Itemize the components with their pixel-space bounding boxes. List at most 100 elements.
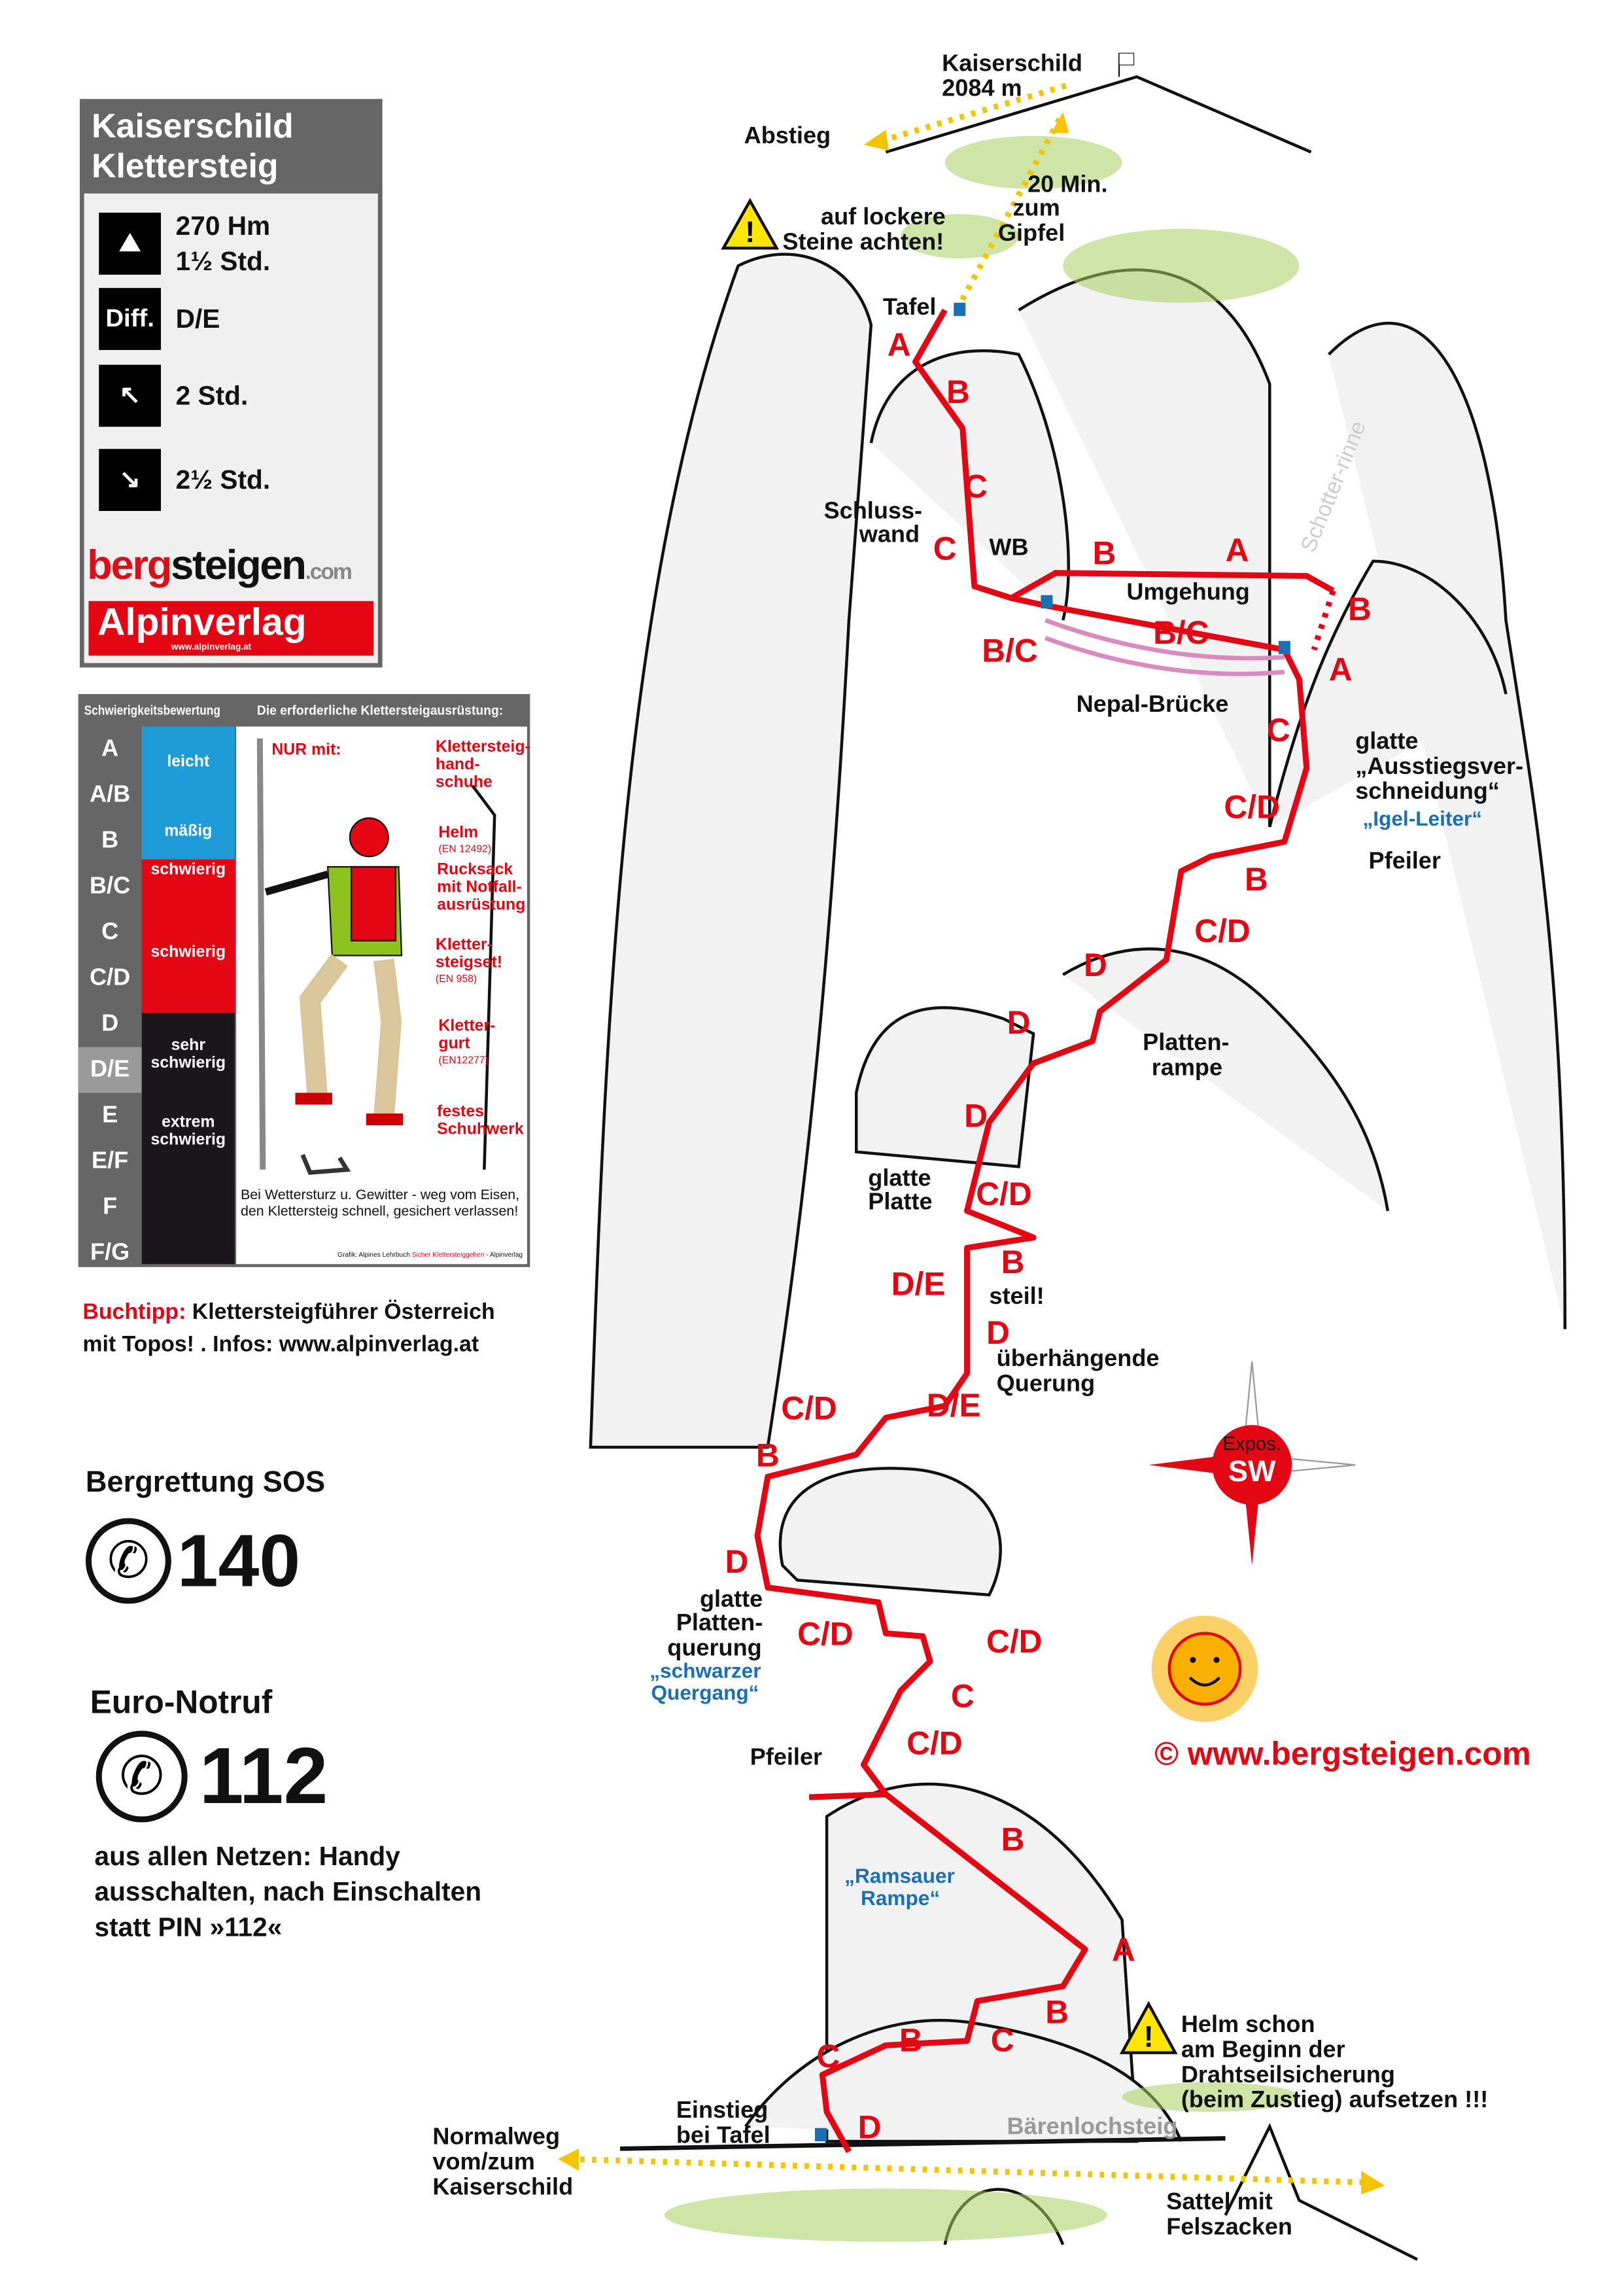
label: bei Tafel — [676, 2121, 770, 2148]
grade-label: B — [1045, 1994, 1069, 2031]
grade-label: C/D — [976, 1176, 1032, 1212]
route-grades: A B C C B A B B/C B/C A C C/D B C/D D D … — [725, 326, 1371, 2146]
label: glatte — [868, 1165, 931, 1191]
grade-label: C — [933, 531, 957, 567]
label: Schluss- — [824, 497, 923, 523]
grade-label: B — [101, 828, 119, 854]
grade-label: B — [1001, 1821, 1025, 1857]
grade-label: F/G — [90, 1240, 130, 1266]
baerenlochsteig-label: Bärenlochsteig — [1007, 2112, 1177, 2139]
grade-label: B — [1245, 861, 1268, 898]
arrow-icon — [863, 130, 889, 151]
title-line-2: Klettersteig — [91, 146, 279, 185]
grade-label: B/C — [90, 874, 131, 900]
svg-text:!: ! — [1144, 2020, 1154, 2054]
rock-formations — [589, 75, 1566, 2261]
grade-label: F — [103, 1195, 118, 1220]
grade-label: C — [964, 468, 988, 505]
sign-marker — [1041, 595, 1053, 609]
label: Kaiserschild — [432, 2173, 573, 2199]
label: Felszacken — [1166, 2213, 1292, 2239]
schwarzer-quergang-label: „schwarzer — [649, 1658, 761, 1682]
label: Querung — [997, 1369, 1095, 1396]
warning-icon: ! — [721, 198, 780, 250]
euro-number[interactable]: 112 — [199, 1732, 328, 1821]
label: Umgehung — [1126, 578, 1250, 604]
grade-label: E — [102, 1103, 118, 1129]
difficulty-icon: Diff. — [99, 288, 162, 350]
via-ferrata-route — [754, 308, 1310, 2154]
schotterrinne-label: Schotter-rinne — [1296, 417, 1371, 555]
phone-icon: ✆ — [85, 1518, 171, 1604]
arrow-icon — [1051, 112, 1069, 133]
sos-label: Bergrettung SOS — [85, 1466, 326, 1499]
grade-label: C/D — [1224, 789, 1280, 826]
ramsauer-rampe-label: Rampe“ — [861, 1886, 940, 1910]
grade-scale: A A/B B B/C C C/D D D/E E E/F F F/G — [78, 727, 142, 1276]
igel-leiter-label: „Igel-Leiter“ — [1362, 807, 1482, 830]
grade-label: B — [756, 1437, 780, 1473]
label: (beim Zustieg) aufsetzen !!! — [1181, 2086, 1488, 2112]
bergsteigen-logo: bergsteigen.com — [87, 542, 353, 588]
umgehung-route — [1010, 570, 1335, 601]
sos-number[interactable]: 140 — [177, 1519, 301, 1603]
label: Steine achten! — [782, 228, 944, 254]
equipment-helmet: Helm(EN 12492) — [438, 824, 492, 855]
label: Normalweg — [432, 2123, 560, 2150]
grade-label: C/D — [90, 966, 131, 991]
grade-label: C — [951, 1677, 975, 1714]
equipment-backpack: Rucksack mit Notfall-ausrüstung — [437, 861, 526, 915]
grade-label: A — [1112, 1932, 1135, 1969]
label: vom/zum — [432, 2148, 535, 2175]
grade-label: E/F — [92, 1149, 129, 1174]
equipment-intro: NUR mit: — [271, 741, 341, 760]
euro-number-block: ✆ 112 — [95, 1730, 328, 1823]
weather-warning: Bei Wettersturz u. Gewitter - weg vom Ei… — [240, 1187, 520, 1220]
copyright-link[interactable]: © www.bergsteigen.com — [1154, 1735, 1531, 1772]
grade-label-selected: D/E — [78, 1047, 142, 1093]
grade-label: C/D — [907, 1725, 963, 1762]
label: glatte — [700, 1585, 763, 1612]
svg-text:!: ! — [745, 215, 755, 249]
label: Sattel mit — [1166, 2188, 1273, 2215]
label: schneidung“ — [1355, 777, 1500, 804]
label: auf lockere — [821, 203, 946, 230]
phone-icon: ✆ — [95, 1730, 188, 1823]
normal-route-path — [568, 2156, 1373, 2186]
grade-label: A — [888, 326, 911, 363]
equipment-illustration: NUR mit: Klettersteig-hand-schuhe Helm(E… — [236, 726, 530, 1265]
ascent-height: 270 Hm — [175, 211, 271, 241]
climb-time: 1½ Std. — [175, 246, 271, 277]
grade-label: C/D — [797, 1616, 854, 1653]
grade-label: B/C — [982, 632, 1038, 669]
grade-label: D — [1007, 1004, 1031, 1041]
climber-ascent-icon: ⛰ — [99, 213, 162, 275]
grade-label: B — [1348, 591, 1372, 627]
compass-icon: Expos. SW — [1149, 1361, 1356, 1566]
label: querung — [667, 1634, 761, 1660]
label: Pfeiler — [1369, 847, 1441, 873]
arrow-icon — [558, 2148, 579, 2171]
sun-icon — [1151, 1615, 1258, 1723]
grading-legend: Schwierigkeitsbewertung Die erforderlich… — [78, 693, 530, 1267]
label: steil! — [989, 1282, 1044, 1309]
exposure-value: SW — [1228, 1454, 1276, 1488]
grade-label: D — [964, 1097, 988, 1134]
grade-label: D — [1084, 947, 1107, 983]
euro-emergency-label: Euro-Notruf — [90, 1683, 273, 1721]
label: am Beginn der — [1181, 2035, 1345, 2062]
equipment-shoes: festes Schuhwerk — [437, 1103, 524, 1139]
grade-label: C — [101, 920, 119, 945]
label: Nepal-Brücke — [1077, 690, 1229, 717]
grade-label: D/E — [891, 1266, 946, 1303]
grade-label: C/D — [1194, 913, 1251, 949]
label: überhängende — [997, 1344, 1160, 1371]
difficulty-value: D/E — [175, 304, 220, 334]
sign-marker — [954, 302, 966, 317]
grade-label: D — [986, 1314, 1010, 1351]
grade-label: C/D — [781, 1390, 837, 1426]
